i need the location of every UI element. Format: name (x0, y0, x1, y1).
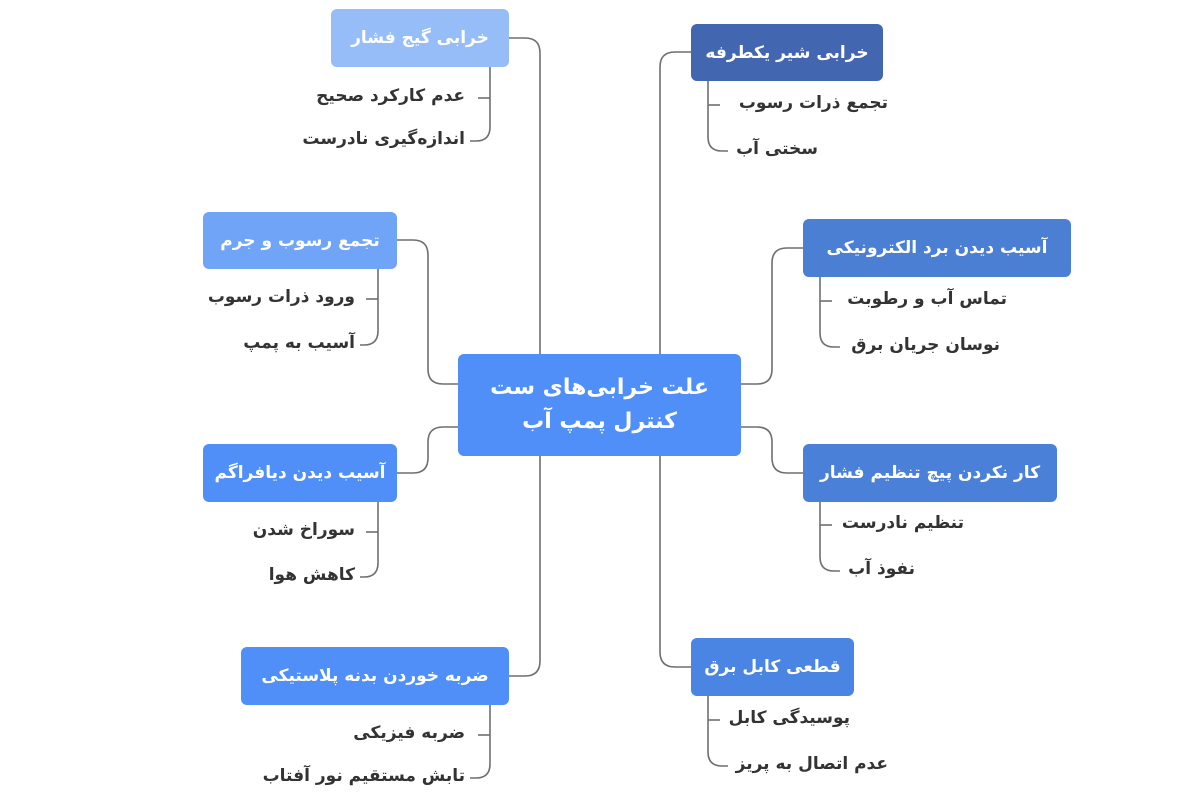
leaf-board-1: تماس آب و رطوبت (847, 289, 1007, 309)
branch-screw[interactable]: کار نکردن پیچ تنظیم فشار (803, 444, 1057, 502)
leaf-valve-1: تجمع ذرات رسوب (738, 93, 888, 113)
leaf-sediment-1: ورود ذرات رسوب (207, 287, 355, 307)
link-valve-trunk (659, 51, 691, 354)
branch-valve[interactable]: خرابی شیر یکطرفه (691, 24, 883, 81)
branch-plastic[interactable]: ضربه خوردن بدنه پلاستیکی (241, 647, 509, 705)
branch-diaphragm[interactable]: آسیب دیدن دیافراگم (203, 444, 397, 502)
leaf-sediment-2: آسیب به پمپ (243, 333, 355, 353)
branch-sediment-label: تجمع رسوب و جرم (220, 230, 380, 251)
branch-plastic-label: ضربه خوردن بدنه پلاستیکی (261, 666, 489, 686)
leaf-screw-1: تنظیم نادرست (841, 513, 964, 533)
branch-screw-label: کار نکردن پیچ تنظیم فشار (819, 463, 1041, 483)
branch-cable[interactable]: قطعی کابل برق (691, 638, 854, 696)
leaf-cable-1: پوسیدگی کابل (728, 708, 850, 728)
link-central-diaphragm (397, 426, 458, 474)
link-cable-trunk (659, 456, 691, 668)
leaf-plastic-2: تابش مستقیم نور آفتاب (262, 766, 465, 786)
leaf-cable-2: عدم اتصال به پریز (735, 754, 888, 774)
central-topic-line2: کنترل پمپ آب (522, 409, 677, 434)
leaf-gauge-1: عدم کارکرد صحیح (316, 86, 465, 106)
link-central-board (741, 247, 803, 385)
leaf-diaphragm-2: کاهش هوا (268, 565, 355, 585)
central-topic[interactable]: علت خرابی‌های ست کنترل پمپ آب (458, 354, 741, 456)
branch-valve-label: خرابی شیر یکطرفه (705, 42, 869, 63)
leaf-valve-2: سختی آب (736, 139, 818, 159)
central-topic-line1: علت خرابی‌های ست (490, 375, 709, 400)
branch-board-label: آسیب دیدن برد الکترونیکی (826, 238, 1048, 258)
link-central-gauge-trunk (397, 239, 458, 385)
branch-gauge[interactable]: خرابی گیج فشار (331, 9, 509, 67)
leaf-gauge-2: اندازه‌گیری نادرست (302, 129, 465, 149)
leaf-plastic-1: ضربه فیزیکی (353, 723, 465, 743)
branch-cable-label: قطعی کابل برق (704, 657, 841, 677)
link-central-screw (741, 426, 803, 474)
branch-diaphragm-label: آسیب دیدن دیافراگم (214, 463, 386, 483)
leaf-diaphragm-1: سوراخ شدن (252, 520, 355, 540)
branch-gauge-label: خرابی گیج فشار (351, 28, 489, 48)
leaf-screw-2: نفوذ آب (848, 559, 915, 579)
leaf-board-2: نوسان جریان برق (851, 335, 1000, 355)
branch-sediment[interactable]: تجمع رسوب و جرم (203, 212, 397, 269)
branch-board[interactable]: آسیب دیدن برد الکترونیکی (803, 219, 1071, 277)
